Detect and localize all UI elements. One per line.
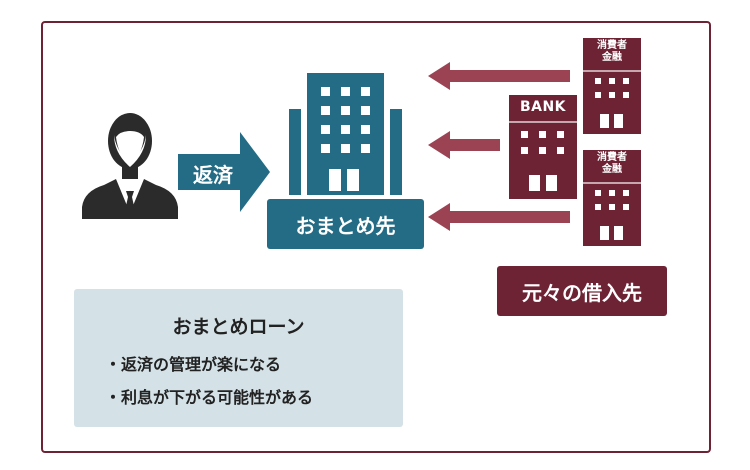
consumer-finance-building-icon [583, 38, 641, 134]
info-title: おまとめローン [172, 316, 305, 338]
info-panel: おまとめローン ・返済の管理が楽になる ・利息が下がる可能性がある [74, 289, 403, 427]
arrow-from-consumer-finance-bottom [428, 203, 570, 231]
bank-building-icon [509, 95, 577, 199]
office-building-icon [289, 73, 402, 195]
consumer-finance-building-icon [583, 150, 641, 246]
info-bullet: ・返済の管理が楽になる [105, 355, 282, 374]
businessman-icon [82, 113, 178, 219]
consumer-finance-label: 消費者 金融 [597, 40, 627, 63]
consumer-finance-label: 消費者 金融 [597, 152, 627, 175]
arrow-from-bank [428, 131, 500, 159]
repay-arrow [178, 132, 270, 212]
info-bullet: ・利息が下がる可能性がある [105, 388, 314, 407]
hub-label: おまとめ先 [267, 199, 424, 249]
arrow-from-consumer-finance-top [428, 62, 570, 90]
original-lenders-label: 元々の借入先 [497, 266, 667, 316]
bank-label: BANK [519, 99, 567, 115]
repay-label: 返済 [193, 162, 233, 187]
